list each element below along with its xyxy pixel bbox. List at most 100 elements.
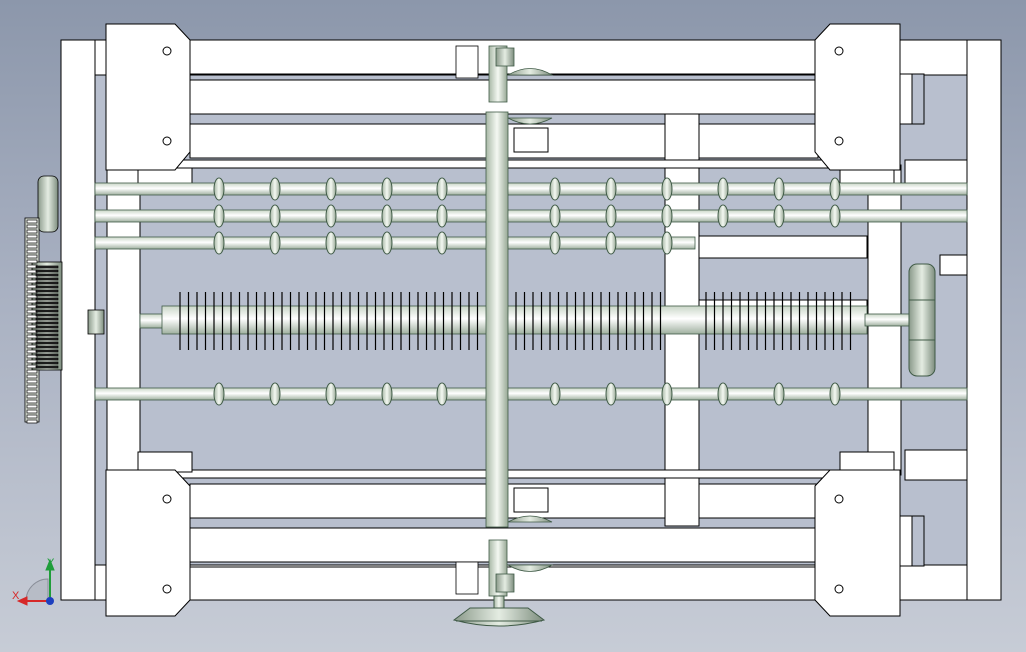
shaft-ring: [717, 177, 729, 201]
shaft-ring: [381, 231, 393, 255]
shaft-ring: [436, 204, 448, 228]
gear-tooth: [35, 321, 59, 325]
shaft-ring: [381, 177, 393, 201]
gear-tooth: [35, 349, 59, 353]
shaft-ring: [661, 231, 673, 255]
gear-tooth: [26, 279, 38, 284]
gear-tooth: [35, 341, 59, 345]
shaft-ring: [661, 204, 673, 228]
shaft-ring: [436, 382, 448, 406]
shaft-ring: [773, 177, 785, 201]
gear-tooth: [35, 353, 59, 357]
gear-tooth: [26, 354, 38, 359]
gear-tooth: [35, 285, 59, 289]
gear-tooth: [26, 329, 38, 334]
gear-tooth: [26, 334, 38, 339]
gear-tooth: [26, 264, 38, 269]
shaft-ring: [717, 382, 729, 406]
gear-tooth: [35, 317, 59, 321]
shaft-ring: [549, 177, 561, 201]
shaft-ring: [213, 382, 225, 406]
corner-plates: [105, 23, 901, 617]
gear-tooth: [35, 265, 59, 269]
gear-tooth: [26, 319, 38, 324]
gear-tooth: [26, 389, 38, 394]
shaft-ring: [829, 382, 841, 406]
shaft-ring: [829, 204, 841, 228]
gear-tooth: [35, 329, 59, 333]
gear-tooth: [26, 344, 38, 349]
y-axis-label: Y: [47, 557, 55, 569]
gear-tooth: [26, 219, 38, 224]
comb-tines: [179, 292, 852, 350]
gear-tooth: [35, 337, 59, 341]
gear-tooth: [26, 379, 38, 384]
gear-tooth: [26, 394, 38, 399]
gear-tooth: [26, 234, 38, 239]
gear-tooth: [26, 284, 38, 289]
x-axis-label: X: [12, 590, 20, 602]
gear-tooth: [26, 274, 38, 279]
shaft-ring: [829, 177, 841, 201]
gear-tooth: [26, 299, 38, 304]
roller-shafts: [94, 182, 968, 401]
gear-tooth: [26, 269, 38, 274]
comb-shaft: [139, 305, 911, 335]
shaft-ring: [436, 177, 448, 201]
gear-tooth: [26, 314, 38, 319]
gear-tooth: [26, 409, 38, 414]
gear-tooth: [26, 374, 38, 379]
shaft-ring: [381, 382, 393, 406]
mounting-holes: [162, 46, 844, 594]
gear-tooth: [26, 369, 38, 374]
gear-tooth: [26, 224, 38, 229]
gear-tooth: [35, 325, 59, 329]
gear-tooth: [35, 313, 59, 317]
gear-tooth: [26, 324, 38, 329]
foot-pad: [452, 595, 546, 627]
gear-tooth: [26, 339, 38, 344]
shaft-ring: [325, 177, 337, 201]
shaft-ring: [549, 204, 561, 228]
gear-tooth: [26, 349, 38, 354]
gear-tooth: [26, 254, 38, 259]
gear-tooth: [26, 309, 38, 314]
gear-tooth: [26, 384, 38, 389]
gear-tooth: [26, 399, 38, 404]
shaft-ring: [549, 231, 561, 255]
gear-tooth: [26, 364, 38, 369]
gear-tooth: [26, 404, 38, 409]
gear-tooth: [35, 365, 59, 369]
gear-tooth: [35, 281, 59, 285]
shaft-ring: [269, 231, 281, 255]
shaft-ring: [269, 204, 281, 228]
shaft-ring: [213, 231, 225, 255]
shaft-ring: [549, 382, 561, 406]
gear-tooth: [35, 273, 59, 277]
gear-tooth: [35, 289, 59, 293]
gear-tooth: [35, 305, 59, 309]
gear-tooth: [26, 249, 38, 254]
gear-tooth: [26, 239, 38, 244]
shaft-ring: [325, 382, 337, 406]
gear-tooth: [35, 297, 59, 301]
gear-teeth: [26, 219, 59, 424]
gear-tooth: [26, 304, 38, 309]
shaft-ring: [325, 204, 337, 228]
axis-triad: Y X: [12, 557, 55, 606]
shaft-ring: [269, 382, 281, 406]
shaft-ring: [605, 204, 617, 228]
gear-tooth: [35, 269, 59, 273]
gear-tooth: [35, 333, 59, 337]
shaft-ring: [325, 231, 337, 255]
gear-tooth: [35, 345, 59, 349]
gear-tooth: [35, 361, 59, 365]
shaft-rings: [213, 177, 841, 406]
shaft-ring: [661, 382, 673, 406]
shaft-ring: [773, 204, 785, 228]
gear-tooth: [26, 259, 38, 264]
shaft-ring: [436, 231, 448, 255]
gear-tooth: [35, 293, 59, 297]
gear-tooth: [35, 277, 59, 281]
